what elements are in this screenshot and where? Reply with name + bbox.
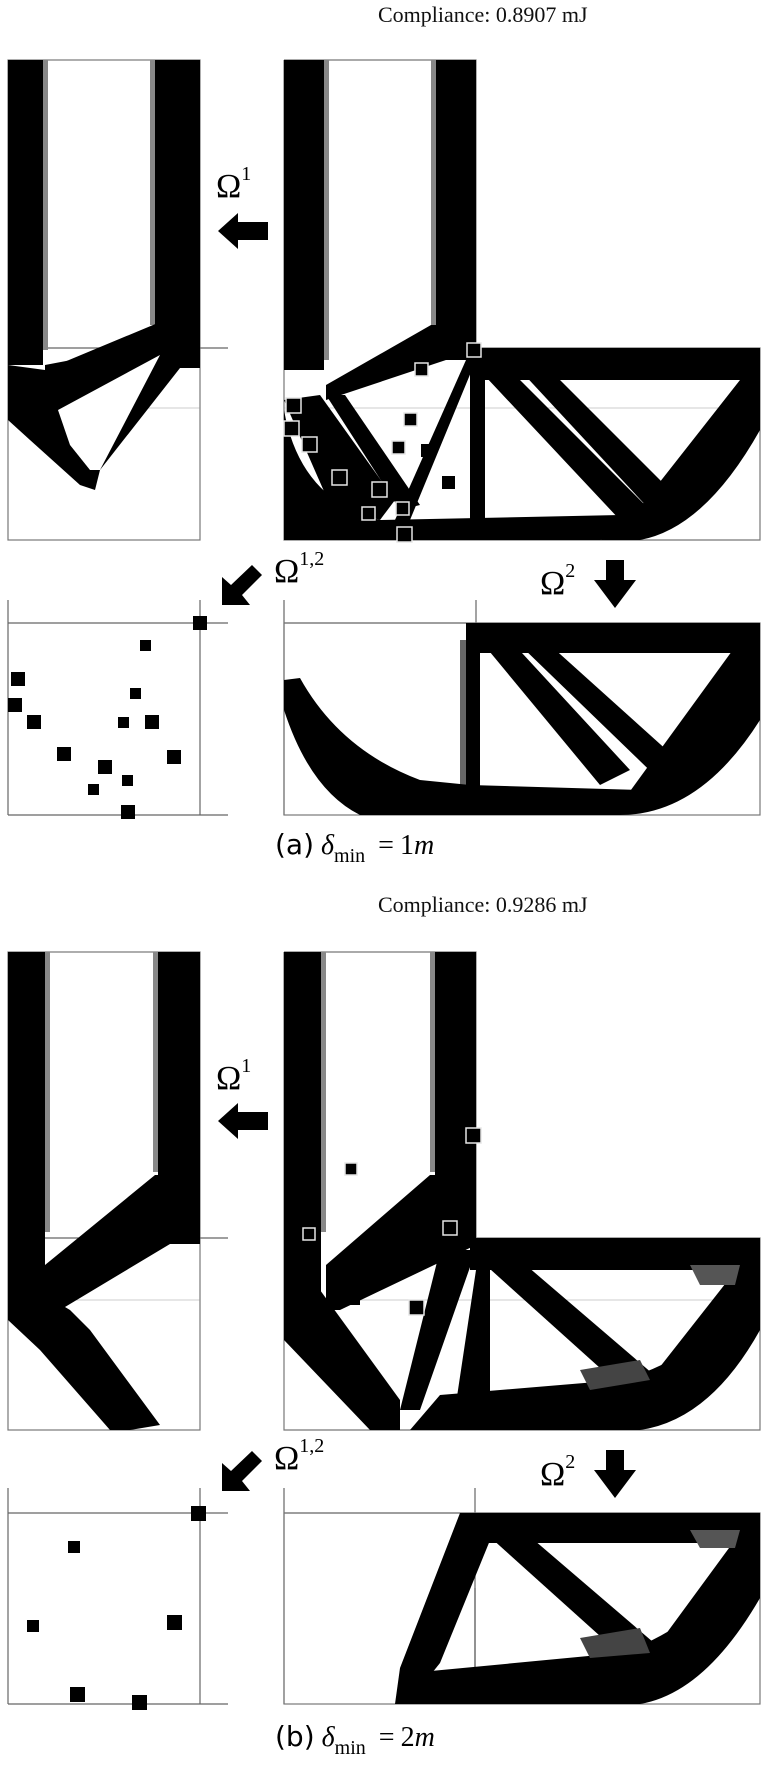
omega1-panel-b — [7, 951, 228, 1431]
omega12-panel-a — [7, 600, 228, 819]
omega1-label-a: Ω1 — [216, 163, 252, 205]
omega2-panel-b — [283, 1488, 761, 1705]
omega12-panel-b — [7, 1488, 228, 1710]
down-arrow-icon — [594, 560, 636, 608]
caption-b: (b) δmin =2m — [275, 1720, 435, 1759]
left-arrow-icon — [218, 1103, 268, 1139]
down-left-arrow-icon — [222, 565, 262, 605]
omega1-panel-a — [7, 59, 228, 541]
down-left-arrow-icon — [222, 1451, 262, 1491]
omega2-panel-a — [283, 600, 761, 816]
compliance-label-b: Compliance: 0.9286 mJ — [378, 892, 588, 917]
caption-a: (a) δmin =1m — [275, 828, 435, 867]
combined-structure-b — [283, 951, 761, 1431]
compliance-label-a: Compliance: 0.8907 mJ — [378, 2, 588, 27]
left-arrow-icon — [218, 213, 268, 249]
down-arrow-icon — [594, 1450, 636, 1498]
omega2-label-a: Ω2 — [540, 560, 576, 602]
combined-structure-a — [283, 59, 761, 543]
omega1-label-b: Ω1 — [216, 1055, 252, 1097]
omega12-label-a: Ω1,2 — [274, 548, 325, 590]
omega12-label-b: Ω1,2 — [274, 1435, 325, 1477]
omega2-label-b: Ω2 — [540, 1451, 576, 1493]
